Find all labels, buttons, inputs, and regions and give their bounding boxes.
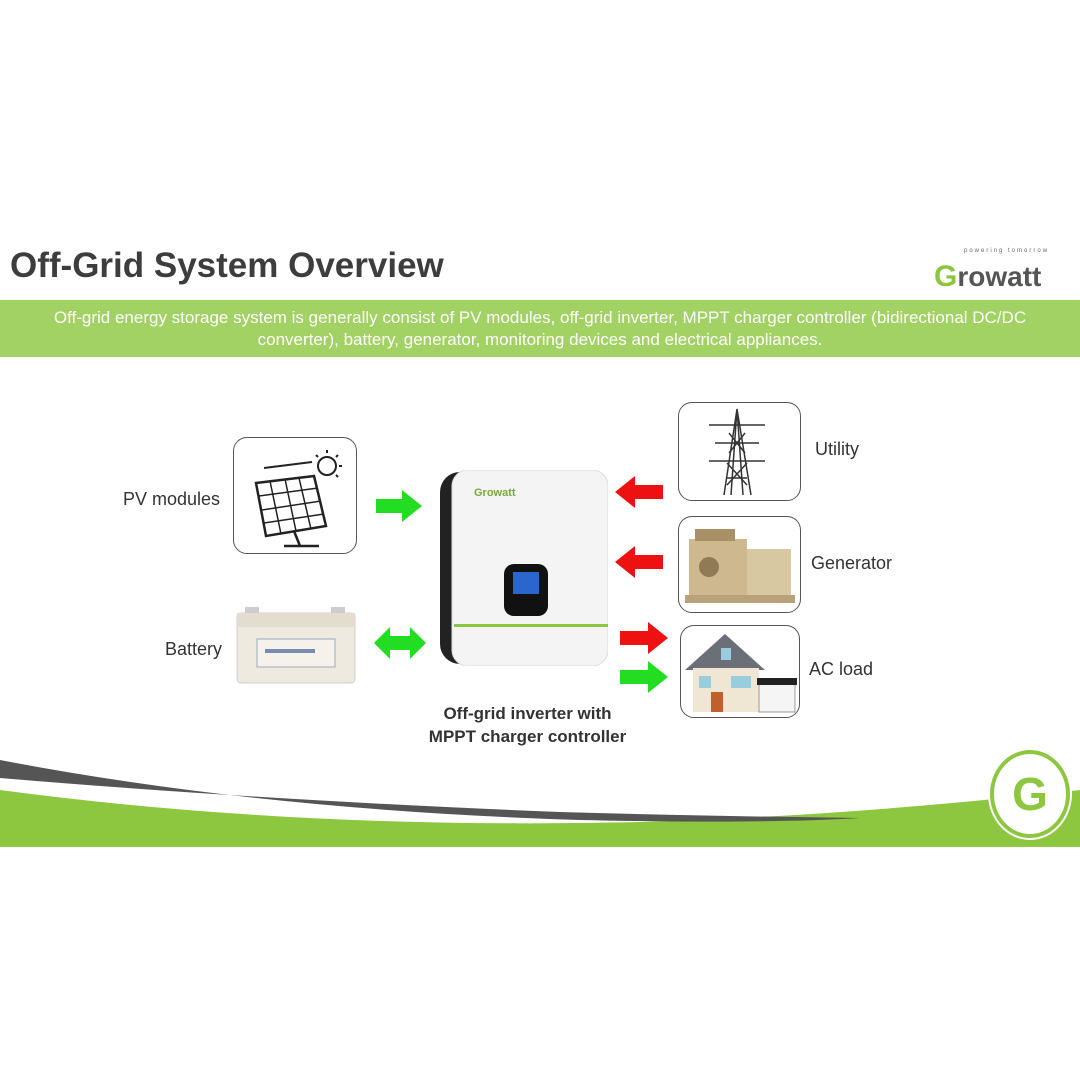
inverter-to-load-green-arrow-icon <box>620 661 668 693</box>
svg-text:G: G <box>1012 768 1048 820</box>
battery-label: Battery <box>165 639 223 659</box>
description-banner: Off-grid energy storage system is genera… <box>0 300 1080 357</box>
ac-load-label: AC load <box>809 659 874 679</box>
caption-line-2: MPPT charger controller <box>428 727 627 746</box>
pv-to-inverter-arrow-icon <box>376 490 422 522</box>
growatt-logo: powering tomorrow Growatt <box>928 244 1076 294</box>
utility-to-inverter-arrow-icon <box>615 476 663 508</box>
inverter-caption: Off-grid inverter with MPPT charger cont… <box>380 702 675 748</box>
banner-line-2: converter), battery, generator, monitori… <box>257 330 823 349</box>
footer-swoosh: G <box>0 750 1080 847</box>
svg-text:powering tomorrow: powering tomorrow <box>964 248 1049 254</box>
battery-bidirectional-arrow-icon <box>374 627 426 659</box>
utility-image <box>678 402 801 501</box>
banner-line-1: Off-grid energy storage system is genera… <box>53 308 1027 327</box>
generator-to-inverter-arrow-icon <box>615 546 663 578</box>
inverter-image: Growatt <box>440 469 609 667</box>
pv-modules-label: PV modules <box>123 489 221 509</box>
svg-text:Growatt: Growatt <box>934 260 1041 293</box>
caption-line-1: Off-grid inverter with <box>443 704 612 723</box>
growatt-g-emblem-icon: G <box>988 750 1072 840</box>
ac-load-image <box>680 625 800 718</box>
generator-label: Generator <box>811 553 893 573</box>
generator-image <box>678 516 801 613</box>
page-title: Off-Grid System Overview <box>10 246 444 285</box>
pv-modules-image <box>233 437 357 554</box>
utility-label: Utility <box>815 439 859 459</box>
inverter-to-load-red-arrow-icon <box>620 622 668 654</box>
battery-image <box>235 605 357 685</box>
svg-text:Growatt: Growatt <box>474 487 516 499</box>
